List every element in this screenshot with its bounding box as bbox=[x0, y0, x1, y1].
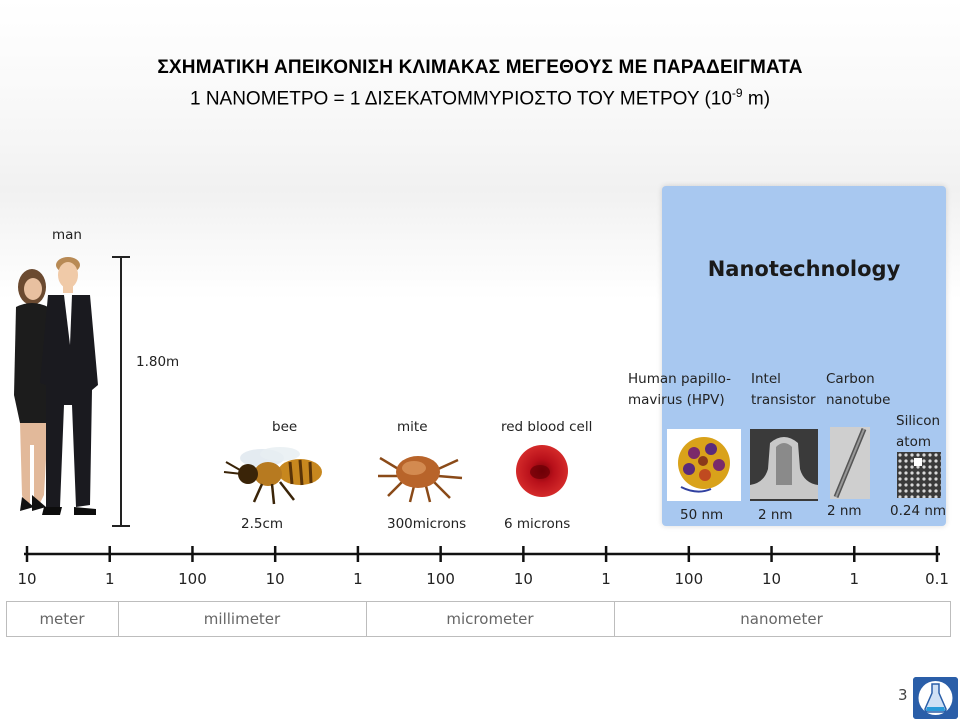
mite-size: 300microns bbox=[387, 516, 467, 532]
axis-tick-label: 10 bbox=[265, 570, 285, 588]
carbon-nanotube-image bbox=[830, 427, 870, 499]
silicon-atom-image bbox=[897, 452, 941, 498]
axis-tick-label: 100 bbox=[674, 570, 704, 588]
man-label: man bbox=[52, 227, 82, 243]
unit-micrometer: micrometer bbox=[446, 610, 534, 628]
unit-meter: meter bbox=[39, 610, 85, 628]
silicon-atom-label: Silicon atom bbox=[896, 413, 941, 450]
mite-image bbox=[378, 456, 463, 503]
nanotechnology-heading: Nanotechnology bbox=[707, 257, 901, 281]
axis-tick-label: 10 bbox=[17, 570, 37, 588]
hpv-label: Human papillo- mavirus (HPV) bbox=[628, 371, 732, 408]
units-bar bbox=[6, 601, 951, 637]
subtitle-suffix: m) bbox=[742, 88, 771, 110]
intel-transistor-size: 2 nm bbox=[758, 507, 793, 523]
carbon-nanotube-size: 2 nm bbox=[827, 503, 862, 519]
man-size: 1.80m bbox=[136, 354, 180, 370]
subtitle-prefix: 1 ΝΑΝΟΜΕΤΡΟ = 1 ΔΙΣΕΚΑΤΟΜΜΥΡΙΟΣΤΟ ΤΟΥ ΜΕ… bbox=[189, 88, 732, 110]
bee-size: 2.5cm bbox=[241, 516, 284, 532]
axis-tick-label: 0.1 bbox=[925, 570, 949, 588]
axis-tick-label: 1 bbox=[849, 570, 860, 588]
intel-transistor-image bbox=[750, 429, 818, 501]
red-blood-cell-label: red blood cell bbox=[501, 419, 593, 435]
units-divider bbox=[614, 601, 615, 637]
silicon-atom-size: 0.24 nm bbox=[890, 503, 947, 519]
axis-tick-label: 1 bbox=[353, 570, 363, 588]
units-divider bbox=[366, 601, 367, 637]
red-blood-cell-image bbox=[516, 445, 568, 497]
hpv-size: 50 nm bbox=[680, 507, 724, 523]
slide-subtitle: 1 ΝΑΝΟΜΕΤΡΟ = 1 ΔΙΣΕΚΑΤΟΜΜΥΡΙΟΣΤΟ ΤΟΥ ΜΕ… bbox=[0, 86, 960, 110]
carbon-nanotube-label: Carbon nanotube bbox=[826, 371, 891, 408]
height-scale-bar bbox=[112, 256, 130, 527]
subtitle-exponent: -9 bbox=[731, 86, 743, 100]
unit-nanometer: nanometer bbox=[740, 610, 823, 628]
intel-transistor-label: Intel transistor bbox=[751, 371, 816, 408]
slide-number: 3 bbox=[898, 686, 908, 704]
bee-image bbox=[223, 447, 322, 505]
unit-millimeter: millimeter bbox=[203, 610, 281, 628]
axis-tick-label: 1 bbox=[104, 570, 115, 588]
slide-title: ΣΧΗΜΑΤΙΚΗ ΑΠΕΙΚΟΝΙΣΗ ΚΛΙΜΑΚΑΣ ΜΕΓΕΘΟΥΣ Μ… bbox=[157, 57, 803, 78]
bee-label: bee bbox=[272, 419, 298, 435]
mite-label: mite bbox=[397, 419, 428, 435]
axis-tick-label: 10 bbox=[761, 570, 782, 588]
scale-axis bbox=[24, 546, 940, 562]
axis-tick-label: 1 bbox=[601, 570, 611, 588]
axis-tick-label: 100 bbox=[178, 570, 207, 588]
units-divider bbox=[118, 601, 119, 637]
man-woman-illustration bbox=[14, 257, 98, 515]
axis-tick-label: 100 bbox=[426, 570, 455, 588]
axis-tick-label: 10 bbox=[513, 570, 533, 588]
flask-logo-icon bbox=[913, 677, 958, 719]
red-blood-cell-size: 6 microns bbox=[504, 516, 571, 532]
hpv-image bbox=[667, 429, 741, 501]
